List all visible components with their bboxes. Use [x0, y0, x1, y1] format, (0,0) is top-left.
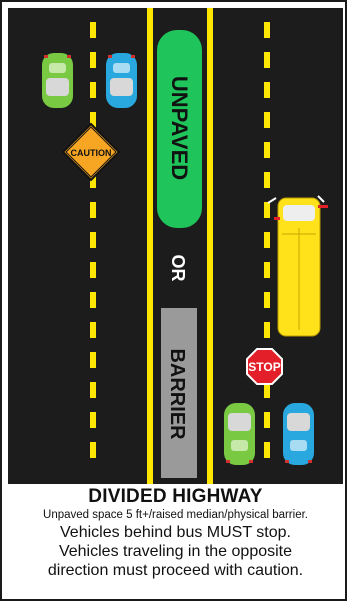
stop-sign-icon: STOP: [247, 349, 282, 384]
caution-sign-label: CAUTION: [71, 148, 112, 158]
median-bottom-label: BARRIER: [166, 348, 188, 440]
caption: DIVIDED HIGHWAY Unpaved space 5 ft+/rais…: [6, 486, 345, 580]
green-car-icon: [42, 53, 73, 108]
stop-sign-label: STOP: [248, 360, 280, 374]
median-or-label: OR: [168, 255, 188, 282]
green-car-icon: [224, 403, 255, 465]
right-lane-dashes: [264, 22, 270, 458]
median-edge-line-right: [207, 8, 213, 484]
caption-subtitle: Unpaved space 5 ft+/raised median/physic…: [6, 508, 345, 523]
blue-car-icon: [283, 403, 314, 465]
median-edge-line-left: [147, 8, 153, 484]
blue-car-icon: [106, 53, 137, 108]
caption-line: direction must proceed with caution.: [6, 561, 345, 580]
caption-line: Vehicles behind bus MUST stop.: [6, 523, 345, 542]
caption-title: DIVIDED HIGHWAY: [6, 486, 345, 508]
left-lane-dashes: [90, 22, 96, 458]
road-diagram: UNPAVED OR BARRIER CAUTION: [8, 8, 343, 484]
caption-line: Vehicles traveling in the opposite: [6, 542, 345, 561]
median-top-label: UNPAVED: [167, 76, 192, 180]
